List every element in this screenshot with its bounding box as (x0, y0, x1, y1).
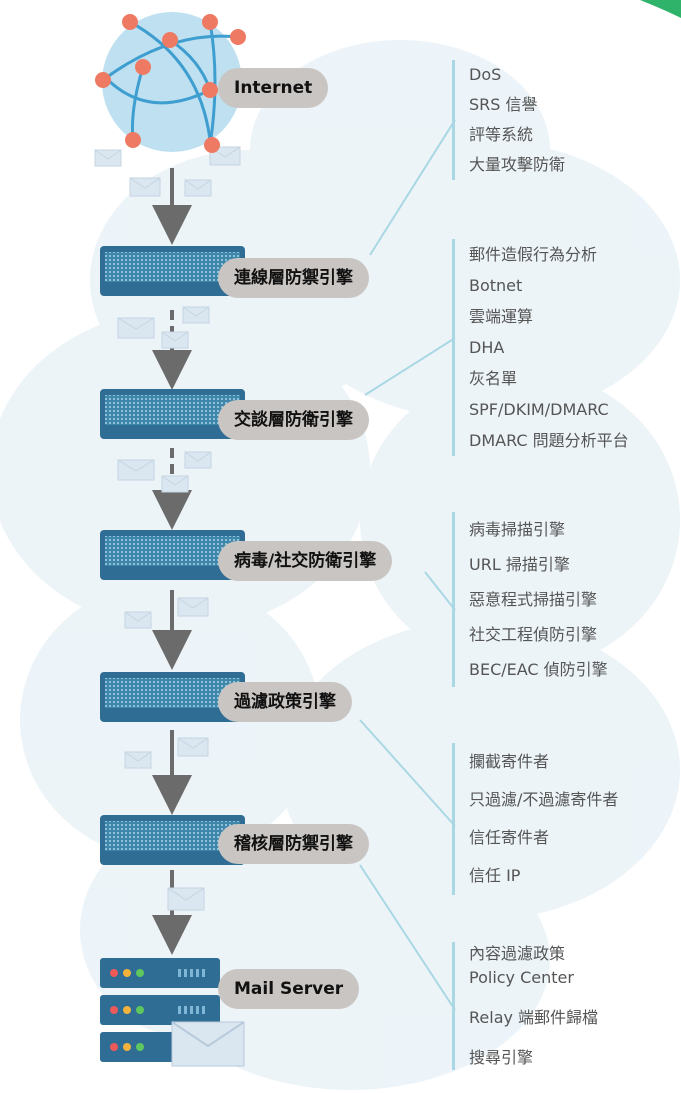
feature-item: DHA (469, 338, 505, 357)
server-stack-icon (100, 958, 245, 1067)
stage-label-session: 交談層防衛引擎 (218, 400, 369, 440)
feature-item: 搜尋引擎 (469, 1048, 534, 1067)
stage-label-virus: 病毒/社交防衛引擎 (218, 541, 393, 581)
feature-list-server: 內容過濾政策 Policy Center Relay 端郵件歸檔 搜尋引擎 (452, 942, 598, 1070)
globe-icon (95, 12, 246, 153)
feature-item: SRS 信譽 (469, 95, 538, 114)
feature-item: 攔截寄件者 (469, 752, 550, 771)
feature-item: DMARC 問題分析平台 (469, 431, 629, 450)
stage-label-filter: 過濾政策引擎 (218, 682, 352, 722)
feature-item: 郵件造假行為分析 (469, 245, 598, 264)
feature-item: 信任 IP (469, 866, 521, 885)
feature-item: 灰名單 (469, 369, 518, 388)
feature-item: Botnet (469, 276, 523, 295)
stage-label-mailserver: Mail Server (218, 969, 360, 1009)
connector-lines (359, 119, 456, 1011)
feature-item: 雲端運算 (469, 307, 534, 326)
stage-label-audit: 稽核層防禦引擎 (218, 824, 369, 864)
stage-label-connection: 連線層防禦引擎 (218, 258, 369, 298)
feature-item: 大量攻擊防衛 (469, 155, 566, 174)
feature-list-session: 郵件造假行為分析 Botnet 雲端運算 DHA 灰名單 SPF/DKIM/DM… (452, 239, 629, 456)
feature-item: 社交工程偵防引擎 (469, 625, 598, 644)
feature-list-filter: 攔截寄件者 只過濾/不過濾寄件者 信任寄件者 信任 IP (452, 743, 618, 895)
stage-label-internet: Internet (218, 68, 329, 108)
feature-item: DoS (469, 65, 502, 84)
feature-item: 病毒掃描引擎 (469, 520, 566, 539)
envelope-icons (94, 146, 241, 911)
cloud-shapes (0, 40, 680, 1090)
feature-item: 只過濾/不過濾寄件者 (469, 790, 619, 809)
corner-accent (640, 0, 681, 18)
feature-item: Policy Center (469, 968, 574, 987)
feature-item: SPF/DKIM/DMARC (469, 400, 609, 419)
feature-list-virus: 病毒掃描引擎 URL 掃描引擎 惡意程式掃描引擎 社交工程偵防引擎 BEC/EA… (452, 512, 608, 687)
gateway-device-icons (100, 246, 245, 865)
feature-item: URL 掃描引擎 (469, 555, 570, 574)
feature-item: 評等系統 (469, 125, 534, 144)
feature-item: BEC/EAC 偵防引擎 (469, 660, 608, 679)
feature-item: Relay 端郵件歸檔 (469, 1008, 599, 1027)
feature-item: 信任寄件者 (469, 828, 550, 847)
feature-item: 內容過濾政策 (469, 944, 566, 963)
feature-item: 惡意程式掃描引擎 (469, 590, 598, 609)
envelope-large-icon (171, 1021, 245, 1067)
feature-list-internet: DoS SRS 信譽 評等系統 大量攻擊防衛 (452, 60, 565, 180)
